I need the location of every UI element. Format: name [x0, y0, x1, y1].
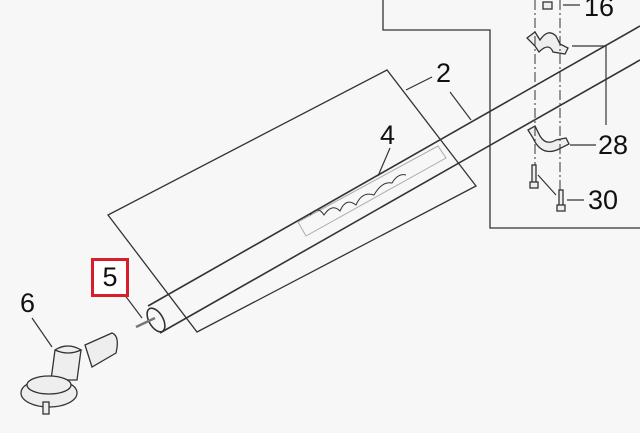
gear-head: [20, 332, 118, 415]
bolt-left: [529, 164, 539, 189]
assembly-frame: [382, 0, 640, 229]
drive-cable: [135, 316, 156, 329]
clamp-upper: [526, 31, 569, 55]
subassembly-box: [107, 69, 477, 333]
part-label-4: 4: [380, 120, 396, 150]
part-label-5-highlighted: 5: [91, 258, 129, 297]
clamp-lower: [527, 125, 570, 153]
bolt-right: [556, 189, 566, 212]
center-lines: [534, 0, 561, 190]
part-label-28: 28: [598, 130, 629, 160]
part-label-6: 6: [20, 288, 36, 318]
drive-shaft-tube: [146, 25, 640, 334]
part-label-16: 16: [584, 0, 615, 22]
part-label-2: 2: [436, 58, 452, 88]
nut-16: [542, 1, 553, 10]
leader-lines: [31, 4, 607, 348]
warning-label: [297, 145, 447, 237]
part-label-30: 30: [588, 185, 619, 215]
